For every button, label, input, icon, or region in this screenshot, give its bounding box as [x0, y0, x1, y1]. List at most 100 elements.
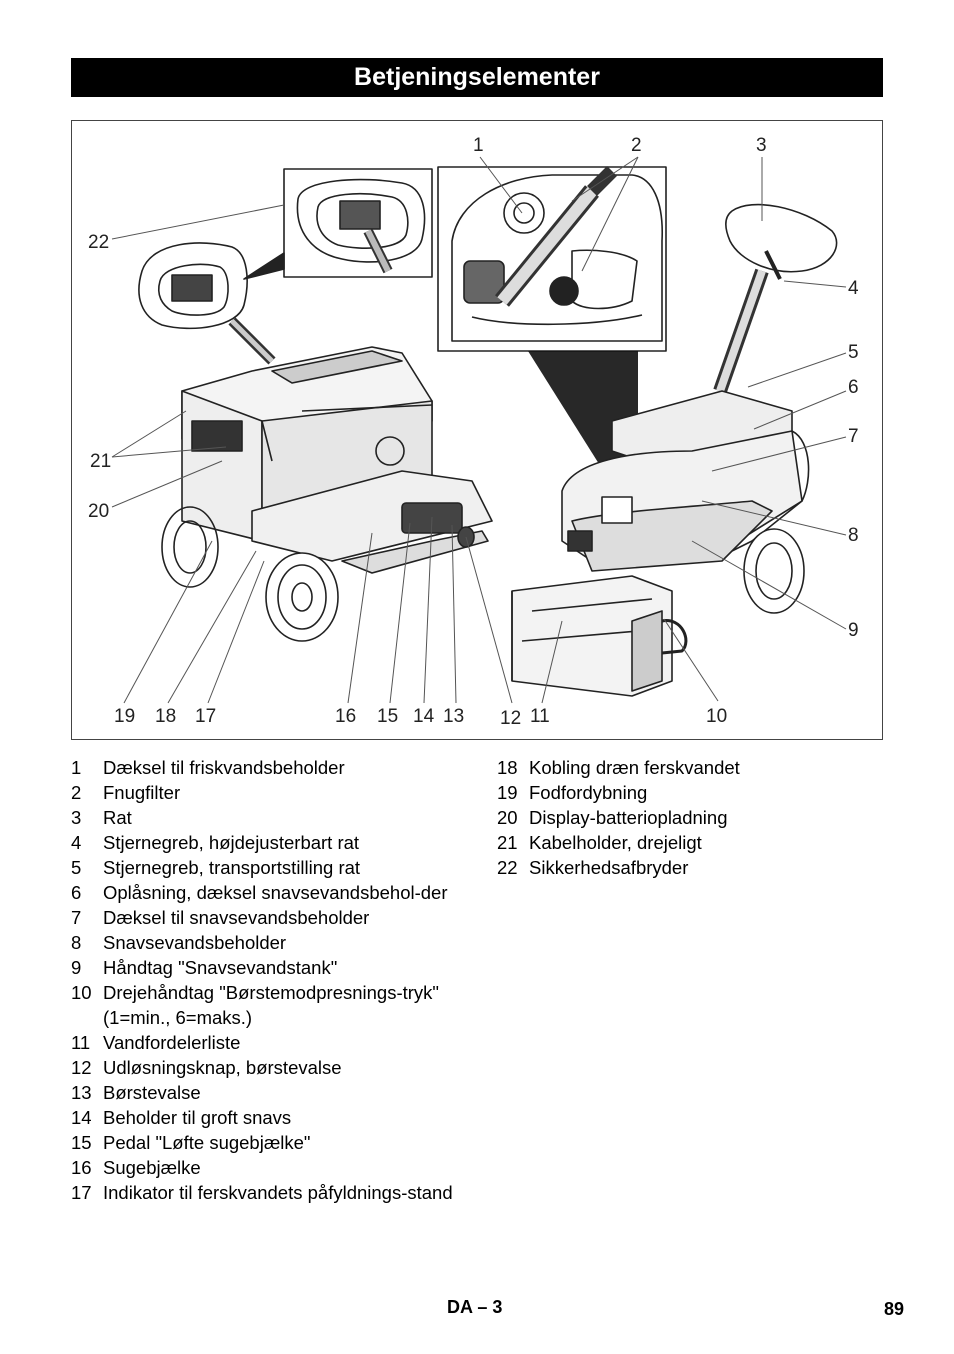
legend-item-number: 14 [71, 1107, 92, 1128]
legend-item: 21 Kabelholder, drejeligt [497, 830, 887, 855]
legend-item: 17 Indikator til ferskvandets påfyldnings… [71, 1180, 471, 1205]
callout-12: 12 [500, 708, 522, 729]
legend-item-text: Indikator til ferskvandets påfyldnings-s… [103, 1182, 453, 1203]
callout-17: 17 [195, 706, 217, 727]
legend-item: 13 Børstevalse [71, 1080, 471, 1105]
legend-item-text: Oplåsning, dæksel snavsevandsbehol-der [103, 882, 448, 903]
callout-18: 18 [155, 706, 177, 727]
legend-item: 12 Udløsningsknap, børstevalse [71, 1055, 471, 1080]
legend-item-text: Dæksel til friskvandsbeholder [103, 757, 345, 778]
callout-22: 22 [88, 232, 110, 253]
callout-3: 3 [756, 135, 767, 156]
legend-item: 10 Drejehåndtag "Børstemodpresnings-tryk" [71, 980, 471, 1005]
legend-item-text: Sugebjælke [103, 1157, 201, 1178]
legend-item: 1 Dæksel til friskvandsbeholder [71, 755, 471, 780]
legend-item-number: 1 [71, 757, 82, 778]
callout-9: 9 [848, 620, 859, 641]
legend-item: 6 Oplåsning, dæksel snavsevandsbehol-der [71, 880, 471, 905]
machine-illustration: 1 2 3 4 5 6 7 8 9 10 11 12 13 14 15 16 1… [71, 120, 883, 740]
section-title-bar: Betjeningselementer [71, 58, 883, 97]
legend-item-text: Stjernegreb, højdejusterbart rat [103, 832, 360, 853]
legend-item: 14 Beholder til groft snavs [71, 1105, 471, 1130]
legend-item-text: Drejehåndtag "Børstemodpresnings-tryk" [103, 982, 439, 1003]
legend-item-text: Pedal "Løfte sugebjælke" [103, 1132, 311, 1153]
legend-item: 9 Håndtag "Snavsevandstank" [71, 955, 471, 980]
legend-item-number: 9 [71, 957, 82, 978]
legend-item-text: Fodfordybning [529, 782, 648, 803]
legend-item-number: 18 [497, 757, 518, 778]
callout-4: 4 [848, 278, 859, 299]
legend-item-text: Kobling dræn ferskvandet [529, 757, 740, 778]
legend-item: 11 Vandfordelerliste [71, 1030, 471, 1055]
legend-item-text: Display-batteriopladning [529, 807, 728, 828]
legend-item-number: 6 [71, 882, 82, 903]
callout-10: 10 [706, 706, 728, 727]
legend-item-text: Sikkerhedsafbryder [529, 857, 689, 878]
legend-item-text: (1=min., 6=maks.) [103, 1007, 253, 1028]
legend-item-number: 20 [497, 807, 518, 828]
legend-item-text: Udløsningsknap, børstevalse [103, 1057, 342, 1078]
legend-item: (1=min., 6=maks.) [71, 1005, 471, 1030]
legend-item-number: 10 [71, 982, 92, 1003]
callout-6: 6 [848, 377, 859, 398]
legend-item-number: 8 [71, 932, 82, 953]
legend-item-text: Kabelholder, drejeligt [529, 832, 702, 853]
legend-item-text: Fnugfilter [103, 782, 181, 803]
legend-item-text: Børstevalse [103, 1082, 201, 1103]
legend-item-number: 19 [497, 782, 518, 803]
leader-lines [111, 156, 847, 704]
callout-1: 1 [473, 135, 484, 156]
legend-item: 5 Stjernegreb, transportstilling rat [71, 855, 471, 880]
callout-7: 7 [848, 426, 859, 447]
callout-13: 13 [443, 706, 465, 727]
legend-item: 20 Display-batteriopladning [497, 805, 887, 830]
legend-item: 15 Pedal "Løfte sugebjælke" [71, 1130, 471, 1155]
legend-item-number: 21 [497, 832, 518, 853]
legend-item-number: 11 [71, 1032, 91, 1053]
legend-item: 8 Snavsevandsbeholder [71, 930, 471, 955]
legend-item-number: 22 [497, 857, 518, 878]
callout-15: 15 [377, 706, 399, 727]
callout-2: 2 [631, 135, 642, 156]
legend-item-text: Snavsevandsbeholder [103, 932, 287, 953]
legend-item: 3 Rat [71, 805, 471, 830]
callout-16: 16 [335, 706, 357, 727]
legend-item-number: 15 [71, 1132, 92, 1153]
legend-item-number: 5 [71, 857, 82, 878]
legend-item-text: Rat [103, 807, 132, 828]
legend-item-number: 16 [71, 1157, 92, 1178]
machine-drawing [111, 156, 847, 704]
page-number: 89 [883, 1299, 904, 1319]
legend-item-number: 12 [71, 1057, 92, 1078]
legend-left-column: 1 Dæksel til friskvandsbeholder 2 Fnugfilte… [71, 755, 471, 1205]
legend-item-text: Håndtag "Snavsevandstank" [103, 957, 338, 978]
legend-item-text: Dæksel til snavsevandsbeholder [103, 907, 370, 928]
legend-item-number: 2 [71, 782, 82, 803]
legend-item-text: Stjernegreb, transportstilling rat [103, 857, 361, 878]
callout-14: 14 [413, 706, 435, 727]
page-footer-code: DA – 3 [447, 1297, 503, 1317]
legend-item: 16 Sugebjælke [71, 1155, 471, 1180]
legend-item-number: 3 [71, 807, 82, 828]
callout-8: 8 [848, 525, 859, 546]
legend-item-text: Beholder til groft snavs [103, 1107, 292, 1128]
legend-item-number: 17 [71, 1182, 92, 1203]
callout-21: 21 [90, 451, 112, 472]
legend-item-number [71, 1005, 103, 1030]
legend-item: 22 Sikkerhedsafbryder [497, 855, 887, 880]
legend-item: 19 Fodfordybning [497, 780, 887, 805]
legend-item: 2 Fnugfilter [71, 780, 471, 805]
legend-item-number: 13 [71, 1082, 92, 1103]
legend-item-number: 4 [71, 832, 82, 853]
inset-fresh-water-cover [437, 166, 667, 352]
inset-safety-switch [243, 168, 433, 280]
callout-5: 5 [848, 342, 859, 363]
callout-11: 11 [530, 706, 550, 727]
callout-19: 19 [114, 706, 136, 727]
legend-right-column: 18 Kobling dræn ferskvandet 19 Fodfordybnin… [497, 755, 887, 880]
legend-item-text: Vandfordelerliste [103, 1032, 241, 1053]
callout-20: 20 [88, 501, 110, 522]
legend-item: 4 Stjernegreb, højdejusterbart rat [71, 830, 471, 855]
legend-item: 18 Kobling dræn ferskvandet [497, 755, 887, 780]
